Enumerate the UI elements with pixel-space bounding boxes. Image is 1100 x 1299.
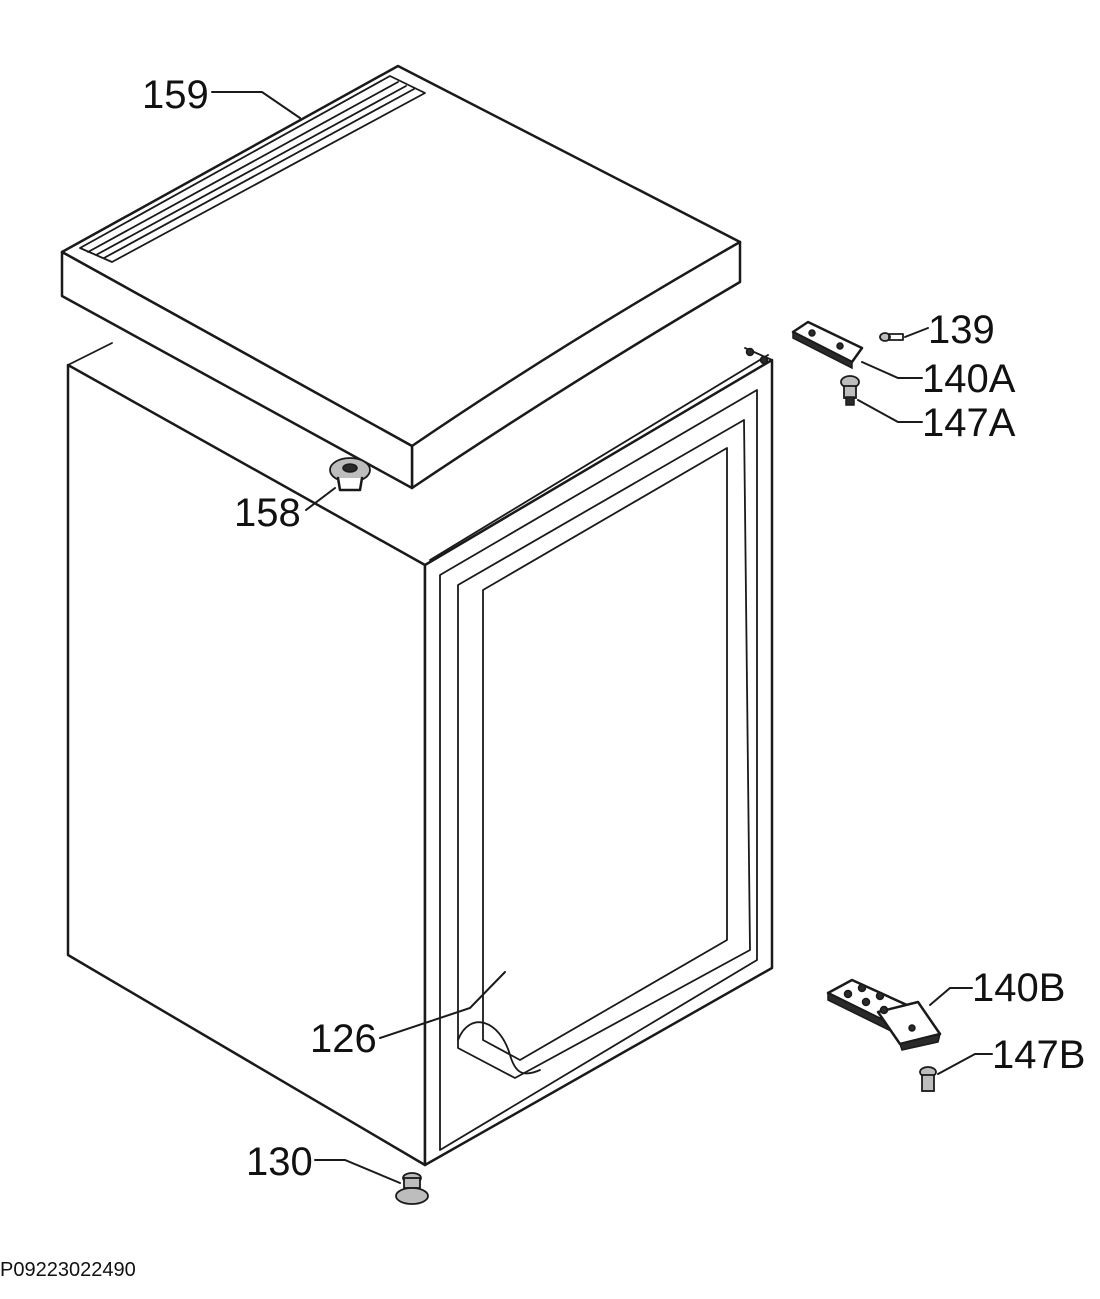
bottom-hinge-140B — [826, 978, 942, 1051]
bolt-147A — [840, 375, 860, 406]
part-label-158: 158 — [234, 491, 301, 535]
cabinet-top-back-edge — [67, 342, 113, 366]
door-gasket-curl — [457, 1021, 541, 1075]
part-label-139: 139 — [928, 308, 995, 352]
bolt-body — [843, 385, 857, 399]
part-label-147B: 147B — [992, 1033, 1085, 1077]
foot-130 — [395, 1172, 429, 1205]
grommet-158 — [329, 457, 371, 492]
part-label-126: 126 — [310, 1017, 377, 1061]
bolt-thread — [845, 396, 855, 406]
foot-base — [395, 1187, 429, 1205]
part-label-147A: 147A — [922, 401, 1016, 445]
screw-shank — [888, 333, 904, 341]
leader-126 — [379, 971, 506, 1039]
leader-140B — [929, 987, 973, 1006]
hinge-hole — [857, 983, 867, 993]
hinge-arm-edge — [899, 1032, 942, 1051]
top-cover-front-face — [410, 240, 742, 490]
hinge-hole — [808, 329, 816, 337]
leader-158 — [305, 487, 336, 511]
groove-line — [87, 81, 399, 253]
foot-stem — [403, 1177, 421, 1189]
bolt-body — [921, 1074, 935, 1092]
groove-line — [103, 88, 415, 259]
hinge-hole — [908, 1024, 916, 1032]
leader-147B — [937, 1053, 993, 1075]
top-cover-surface — [60, 64, 742, 448]
part-label-140A: 140A — [922, 357, 1016, 401]
leader-lines — [211, 91, 993, 1184]
hinge-plate-edge — [792, 330, 853, 370]
screw-139 — [879, 332, 904, 342]
leader-140A — [861, 361, 923, 379]
hinge-hole — [861, 997, 871, 1007]
leader-139 — [904, 327, 929, 338]
front-frame-inner-edge — [439, 389, 758, 1151]
cabinet-body — [66, 342, 774, 1167]
frame-top-edge — [429, 354, 769, 561]
hinge-hole — [875, 991, 885, 1001]
corner-screw-hole — [745, 347, 755, 357]
top-cover — [60, 64, 742, 490]
hinge-hole — [843, 989, 853, 999]
bolt-147B — [919, 1066, 937, 1092]
top-cover-left-face — [60, 250, 414, 490]
part-labels: 159 158 139 140A 147A 126 140B 147B 130 — [142, 73, 1085, 1184]
hinge-hole — [836, 342, 844, 350]
groove-line — [95, 85, 407, 256]
top-cover-groove-strip — [79, 75, 426, 263]
leader-159 — [211, 91, 301, 119]
grommet-stem — [336, 476, 364, 492]
hinge-hole — [879, 1005, 889, 1015]
grommet-hole — [342, 463, 358, 473]
door-gasket-outer — [457, 419, 751, 1079]
part-label-140B: 140B — [972, 966, 1065, 1010]
top-hinge-140A — [791, 320, 864, 370]
leader-130 — [314, 1159, 401, 1184]
part-label-130: 130 — [246, 1140, 313, 1184]
part-label-159: 159 — [142, 73, 209, 117]
corner-screw-hole — [759, 355, 769, 365]
cabinet-front-frame — [423, 358, 774, 1167]
door-gasket-inner — [482, 447, 728, 1061]
screw-head — [879, 332, 891, 342]
leader-147A — [857, 399, 923, 423]
drawing-code: P09223022490 — [0, 1259, 136, 1281]
